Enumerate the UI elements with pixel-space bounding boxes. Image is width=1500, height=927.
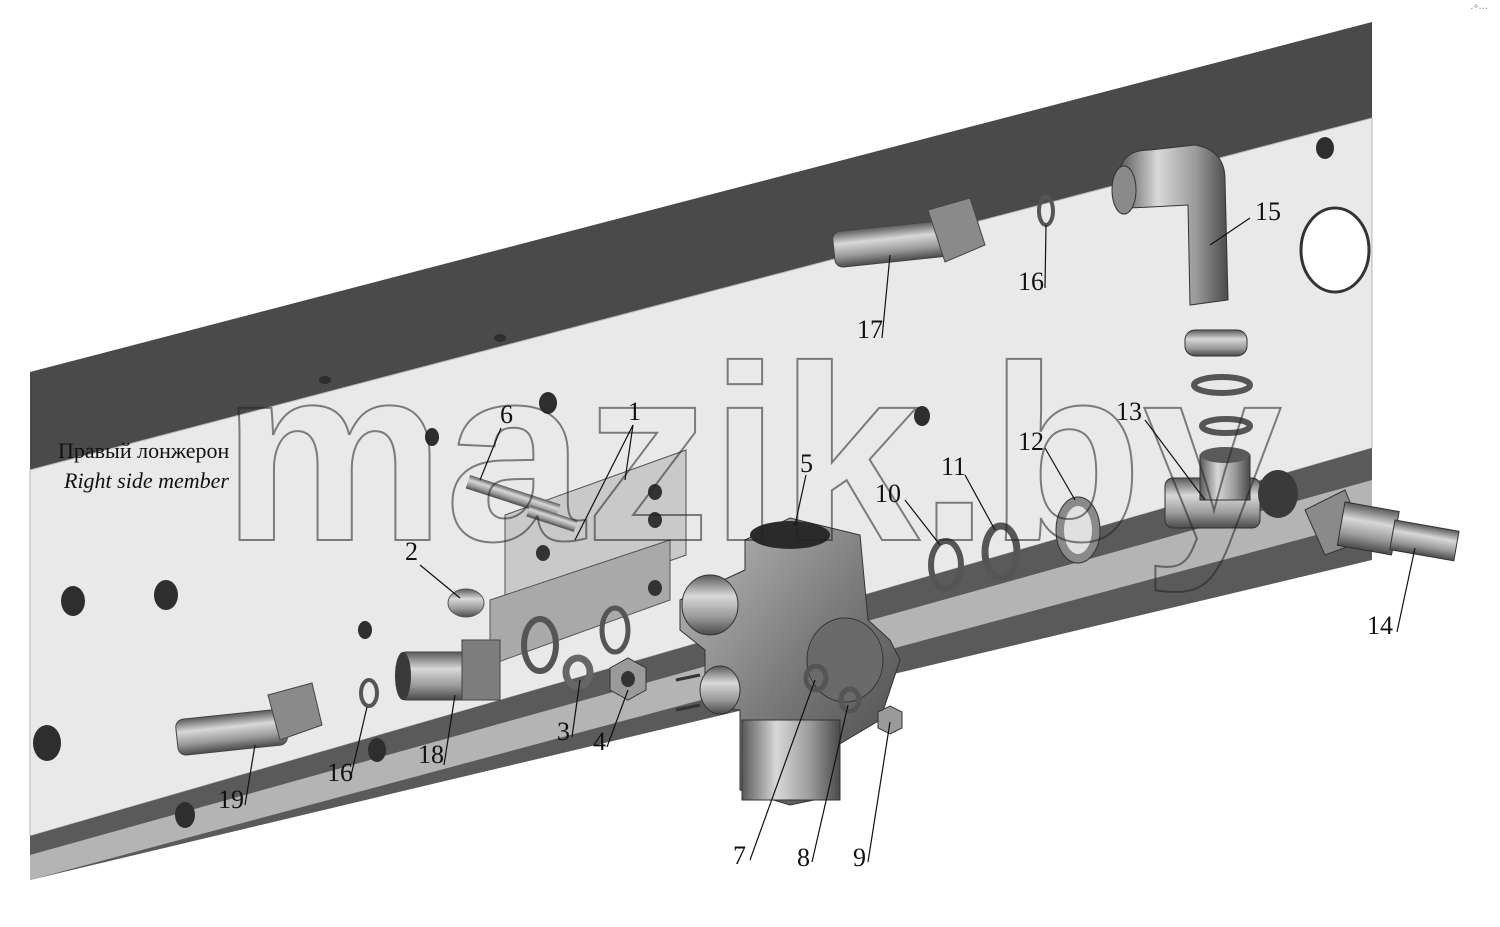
callout-17: 17 — [857, 315, 883, 344]
callout-labels: 1 2 3 4 5 6 7 8 9 10 11 12 13 14 15 16 1… — [218, 197, 1393, 872]
callout-6: 6 — [500, 400, 513, 429]
caption-english: Right side member — [64, 468, 229, 493]
nut-part-9 — [877, 705, 903, 735]
callout-3: 3 — [557, 717, 570, 746]
callout-4: 4 — [593, 727, 606, 756]
pin-part-19 — [175, 682, 323, 756]
callout-1: 1 — [628, 397, 641, 426]
caption-russian: Правый лонжерон — [58, 438, 230, 463]
callout-13: 13 — [1116, 397, 1142, 426]
tee-fitting-part-13 — [1164, 447, 1298, 529]
fitting-part-18 — [395, 639, 501, 701]
washer-part-7 — [803, 663, 829, 693]
callout-14: 14 — [1367, 611, 1393, 640]
callout-16-bottom: 16 — [327, 758, 353, 787]
callout-9: 9 — [853, 843, 866, 872]
more-dots-icon[interactable]: ·°··· — [1470, 4, 1488, 15]
callout-19: 19 — [218, 785, 244, 814]
nut-above-tee — [1184, 329, 1248, 357]
ring-part-16-bottom — [359, 678, 379, 708]
washer-above-tee-2 — [1199, 416, 1253, 436]
washer-part-3 — [562, 654, 594, 690]
watermark-text: mazik.by — [222, 314, 1282, 593]
callout-18: 18 — [418, 740, 444, 769]
callout-15: 15 — [1255, 197, 1281, 226]
pin-part-17 — [832, 197, 986, 268]
callout-8: 8 — [797, 843, 810, 872]
callout-10: 10 — [875, 479, 901, 508]
leader-lines — [244, 217, 1416, 863]
callout-7: 7 — [733, 841, 746, 870]
nut-part-4 — [609, 657, 647, 701]
callout-11: 11 — [941, 452, 966, 481]
callout-16-top: 16 — [1018, 267, 1044, 296]
bolt-part-6 — [465, 475, 578, 532]
callout-12: 12 — [1018, 427, 1044, 456]
frame-holes — [33, 137, 1371, 828]
o-ring-part-11 — [981, 522, 1021, 582]
elbow-part-15 — [1111, 144, 1229, 306]
callout-2: 2 — [405, 537, 418, 566]
o-ring-part-10 — [928, 538, 964, 592]
o-ring-bracket-right — [599, 605, 631, 655]
washer-above-tee-1 — [1191, 374, 1253, 396]
side-member-frame — [29, 22, 1373, 880]
callout-5: 5 — [800, 449, 813, 478]
washer-part-8 — [838, 686, 862, 714]
connector-part-14 — [1304, 489, 1460, 562]
bracket-part-1 — [489, 449, 687, 666]
sleeve-part-12 — [1055, 496, 1101, 564]
valve-body-part-5 — [675, 517, 901, 806]
o-ring-bracket-left — [521, 616, 559, 674]
